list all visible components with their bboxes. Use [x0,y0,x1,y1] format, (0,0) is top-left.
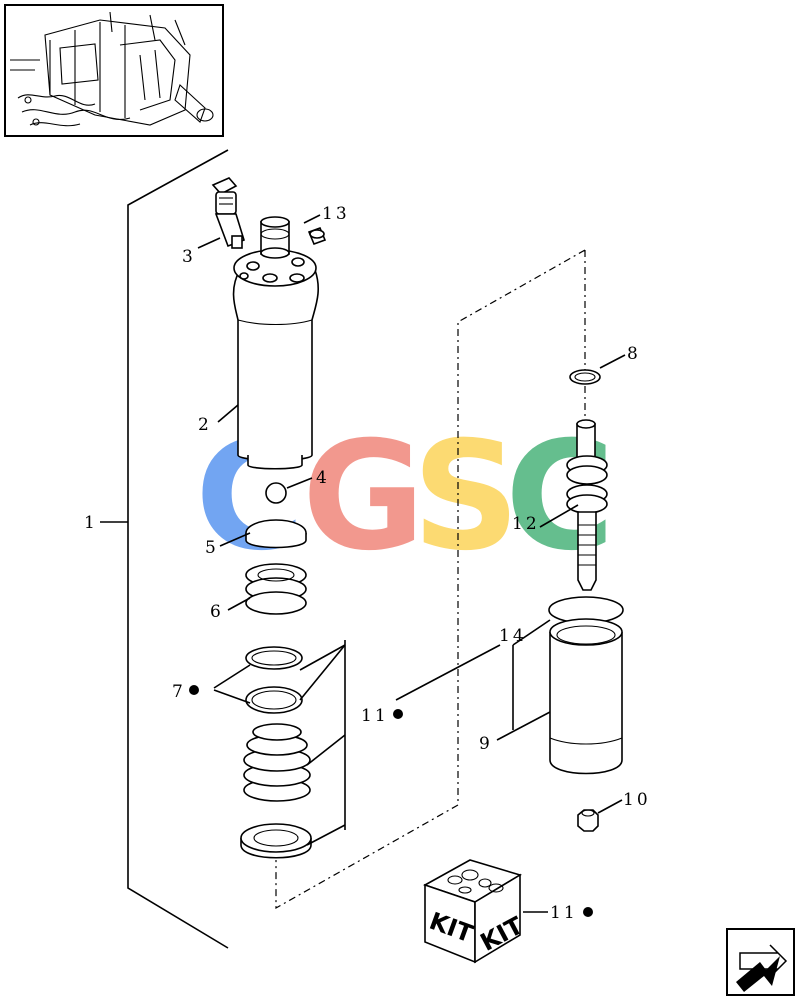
part-9-sleeve[interactable] [549,618,623,775]
callout-1: 1 [84,513,98,533]
part-2-accumulator-body[interactable] [232,216,319,470]
part-piston-seal[interactable] [243,723,311,802]
callout-10: 10 [623,790,651,810]
kit-box-icon[interactable]: KIT KIT [423,859,528,964]
callout-5: 5 [205,538,219,558]
leader-lines [197,214,626,913]
part-5-disc[interactable] [245,519,307,549]
part-washer[interactable] [240,823,312,859]
part-3-valve[interactable] [211,177,245,249]
next-page-arrow-icon[interactable] [726,928,795,996]
part-6-spring[interactable] [245,563,307,615]
part-7-o-rings[interactable] [245,646,303,714]
part-4-ball[interactable] [265,482,287,504]
callout-9: 9 [479,734,493,754]
callout-4: 4 [316,468,330,488]
callout-11-kit: 11 [550,903,578,923]
callout-8: 8 [627,344,641,364]
callout-2: 2 [198,415,212,435]
part-13-plug[interactable] [307,226,327,246]
callout-11-upper: 11 [361,706,389,726]
callout-6: 6 [210,602,224,622]
callout-7: 7 [172,682,186,702]
callout-13: 13 [322,204,350,224]
callout-12: 12 [512,514,540,534]
part-10-nut[interactable] [577,809,599,832]
bullet-dots [189,685,593,917]
watermark-letter-s: S [412,410,520,584]
part-12-piston-rod[interactable] [566,419,608,591]
callout-labels: 1 2 3 4 5 6 7 8 9 10 11 11 12 13 14 [84,204,651,923]
assembly-location-thumbnail[interactable] [4,4,224,137]
watermark-letter-g: G [302,410,425,584]
bracket-item-1 [100,149,229,949]
part-8-ring[interactable] [569,369,601,385]
callout-3: 3 [182,247,196,267]
callout-14: 14 [499,626,527,646]
